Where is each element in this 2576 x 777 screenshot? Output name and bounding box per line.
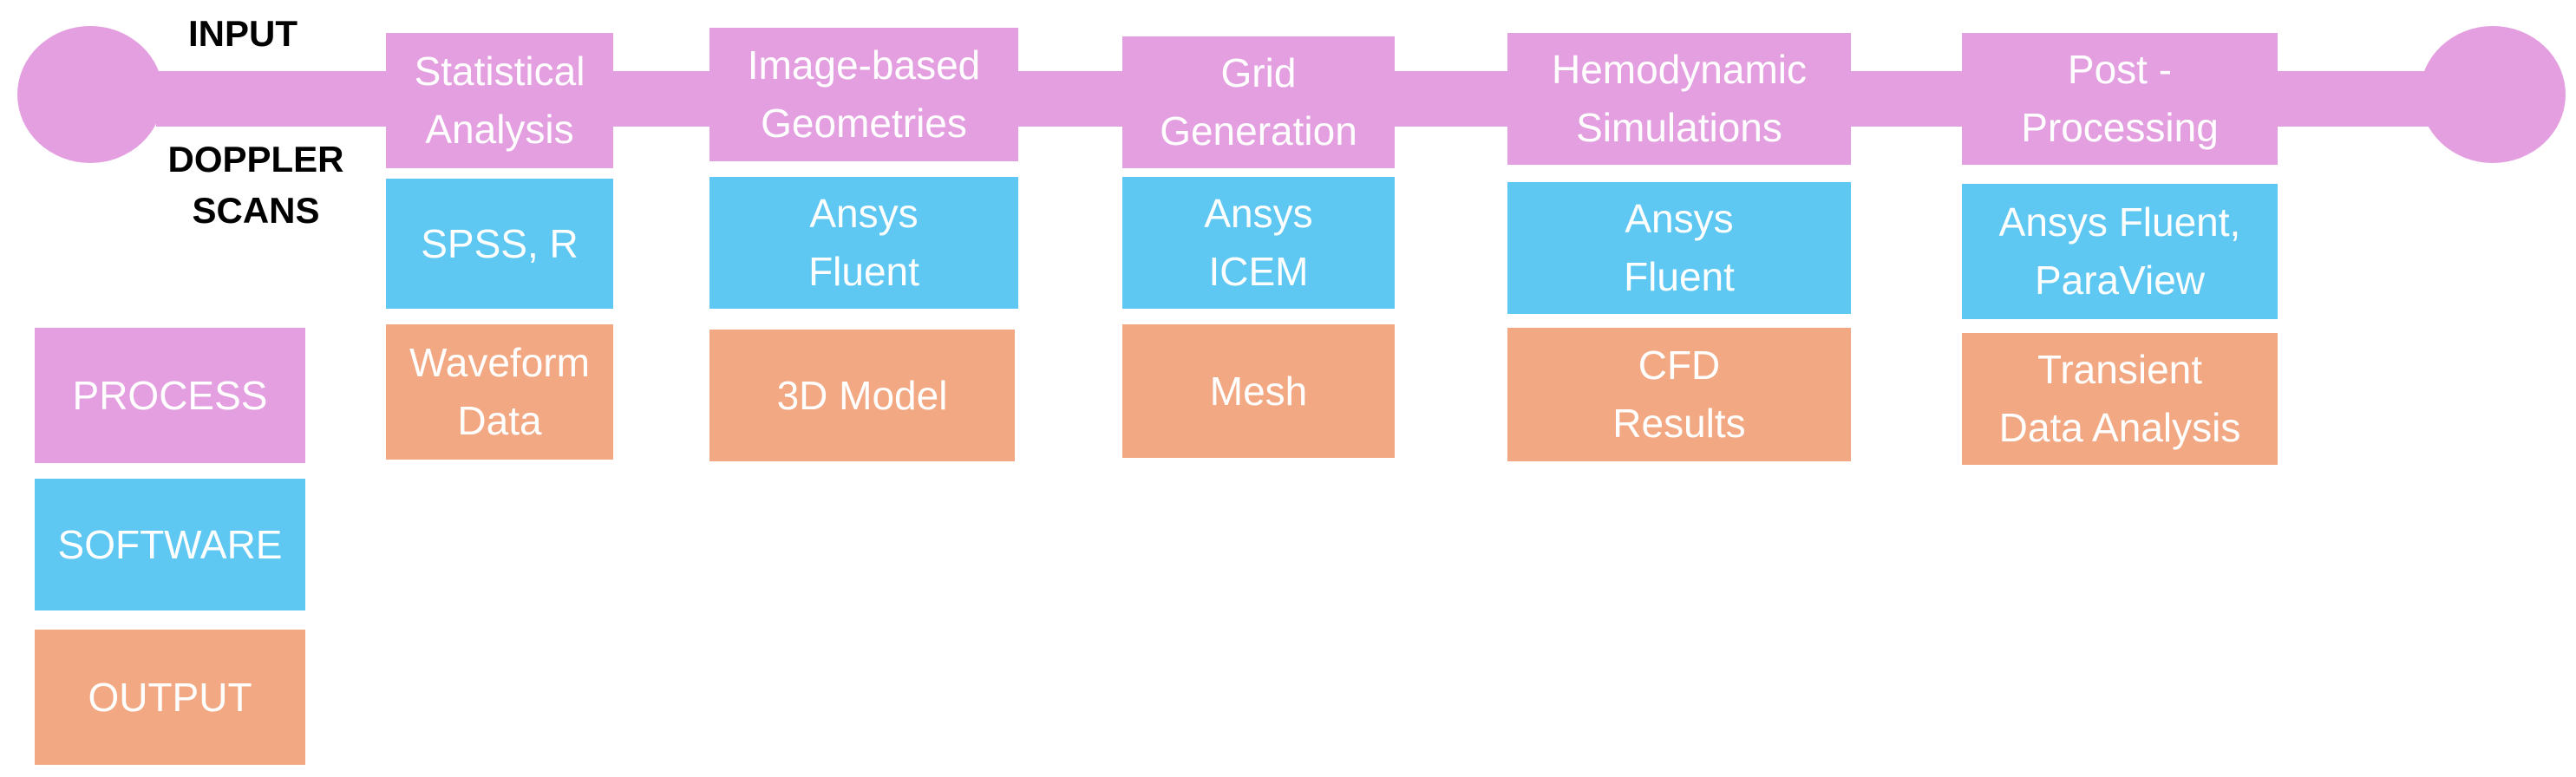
software-spss-r: SPSS, R — [386, 179, 613, 309]
software-ansys-fluent-paraview: Ansys Fluent, ParaView — [1962, 184, 2278, 319]
output-transient-data-analysis: Transient Data Analysis — [1962, 333, 2278, 465]
software-ansys-fluent: Ansys Fluent — [709, 177, 1018, 309]
connector-output — [2272, 71, 2429, 127]
process-image-based-geometries: Image-based Geometries — [709, 28, 1018, 161]
output-mesh: Mesh — [1122, 324, 1395, 458]
legend-output: OUTPUT — [35, 630, 305, 765]
output-waveform-data: Waveform Data — [386, 324, 613, 460]
software-ansys-icem: Ansys ICEM — [1122, 177, 1395, 309]
connector-input — [156, 71, 386, 127]
start-node — [17, 26, 163, 163]
process-grid-generation: Grid Generation — [1122, 36, 1395, 168]
output-3d-model: 3D Model — [709, 330, 1015, 461]
connector-2-3 — [1015, 71, 1128, 127]
process-statistical-analysis: Statistical Analysis — [386, 33, 613, 168]
input-label: INPUT — [188, 13, 297, 54]
connector-3-4 — [1388, 71, 1518, 127]
process-hemodynamic-simulations: Hemodynamic Simulations — [1507, 33, 1851, 165]
output-cfd-results: CFD Results — [1507, 328, 1851, 461]
legend-software: SOFTWARE — [35, 479, 305, 610]
legend-process: PROCESS — [35, 328, 305, 463]
end-node — [2420, 26, 2566, 163]
doppler-scans-label: DOPPLER SCANS — [167, 139, 344, 231]
connector-4-5 — [1843, 71, 1969, 127]
connector-1-2 — [607, 71, 716, 127]
process-post-processing: Post - Processing — [1962, 33, 2278, 165]
software-ansys-fluent-2: Ansys Fluent — [1507, 182, 1851, 314]
